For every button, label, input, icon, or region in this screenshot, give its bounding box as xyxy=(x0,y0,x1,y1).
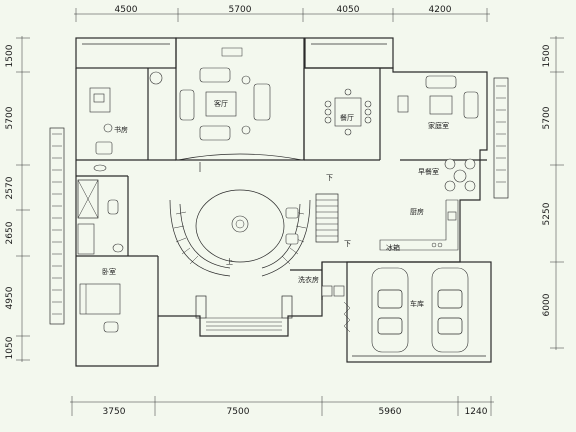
dim-left-2: 5700 xyxy=(5,106,15,129)
dim-left-5: 4950 xyxy=(5,286,15,309)
rotunda-hall: 上 xyxy=(169,153,311,277)
living-sofa-left xyxy=(179,89,195,121)
study-chair xyxy=(103,123,113,133)
family-table xyxy=(429,95,453,115)
room-label-study: 书房 xyxy=(114,125,128,134)
study-armchair xyxy=(95,141,113,155)
stair-left-outer xyxy=(169,199,231,277)
kitchen: 厨房 冰箱 xyxy=(379,199,459,252)
stair-right-outer xyxy=(261,199,311,277)
room-label-family: 家庭室 xyxy=(428,121,449,130)
room-label-garage: 车库 xyxy=(410,299,424,308)
marker-down-1: 下 xyxy=(326,174,333,182)
living-room: 客厅 xyxy=(179,47,271,141)
living-rug xyxy=(205,91,237,117)
rotunda-plant xyxy=(231,215,249,233)
marker-down-2: 下 xyxy=(344,240,351,248)
living-sofa-bottom xyxy=(199,125,231,141)
bottom-dimension-line: 3750 7500 5960 1240 xyxy=(70,396,494,417)
kitchen-counter xyxy=(379,199,459,251)
room-label-fridge: 冰箱 xyxy=(386,243,400,252)
room-label-bedroom: 卧室 xyxy=(102,267,116,276)
dim-top-3: 4050 xyxy=(337,5,360,15)
east-staircase: 下 下 xyxy=(315,174,351,248)
study-plant xyxy=(149,71,163,85)
family-armchair xyxy=(463,91,479,119)
dim-left-6: 1050 xyxy=(5,336,15,359)
dim-bottom-4: 1240 xyxy=(465,407,488,417)
stair-left-inner xyxy=(179,203,231,269)
bathroom xyxy=(77,164,124,255)
right-dimension-line: 1500 5700 5250 6000 xyxy=(542,36,564,350)
dim-left-3: 2570 xyxy=(5,176,15,199)
room-label-kitchen: 厨房 xyxy=(410,207,424,216)
dim-right-3: 5250 xyxy=(542,202,552,225)
dim-right-4: 6000 xyxy=(542,293,552,316)
dining-table xyxy=(334,97,362,127)
room-label-dining: 餐厅 xyxy=(340,113,354,122)
car-right xyxy=(431,267,469,353)
dim-right-2: 5700 xyxy=(542,106,552,129)
bed xyxy=(79,283,121,315)
room-label-laundry: 洗衣房 xyxy=(298,275,319,284)
room-label-living: 客厅 xyxy=(214,99,228,108)
dim-top-4: 4200 xyxy=(429,5,452,15)
dim-bottom-3: 5960 xyxy=(379,407,402,417)
washer xyxy=(321,285,333,297)
car-left xyxy=(371,267,409,353)
bathtub xyxy=(77,223,95,255)
dim-top-2: 5700 xyxy=(229,5,252,15)
marker-up: 上 xyxy=(226,257,233,266)
living-sofa-right xyxy=(253,83,271,121)
bath-sink xyxy=(93,164,107,172)
room-label-breakfast: 早餐室 xyxy=(418,167,439,176)
laundry-room: 洗衣房 xyxy=(298,275,351,333)
toilet xyxy=(107,199,119,215)
dim-left-1: 1500 xyxy=(5,44,15,67)
bedroom-chair xyxy=(103,321,119,333)
dim-bottom-2: 7500 xyxy=(227,407,250,417)
dryer xyxy=(333,285,345,297)
entrance-steps xyxy=(195,295,293,331)
family-sofa xyxy=(425,75,457,89)
breakfast-table xyxy=(453,169,467,183)
dining-room: 餐厅 xyxy=(324,88,372,136)
living-sofa-top xyxy=(199,67,231,83)
rotunda-floor xyxy=(195,189,285,263)
breakfast-room: 早餐室 xyxy=(418,158,476,192)
dim-right-1: 1500 xyxy=(542,44,552,67)
dim-top-1: 4500 xyxy=(115,5,138,15)
bedroom: 卧室 xyxy=(79,267,121,333)
family-room: 家庭室 xyxy=(397,75,479,130)
dim-left-4: 2650 xyxy=(5,221,15,244)
garage: 车库 xyxy=(371,267,469,353)
interior-walls xyxy=(76,68,487,316)
dim-bottom-1: 3750 xyxy=(103,407,126,417)
family-cabinet xyxy=(397,95,409,113)
left-dimension-line: 1500 5700 2570 2650 4950 1050 xyxy=(5,36,30,362)
stair-right-inner xyxy=(261,203,301,269)
top-dimension-line: 4500 5700 4050 4200 xyxy=(74,5,490,22)
study-room: 书房 xyxy=(89,71,163,155)
balcony-rails xyxy=(49,77,509,325)
